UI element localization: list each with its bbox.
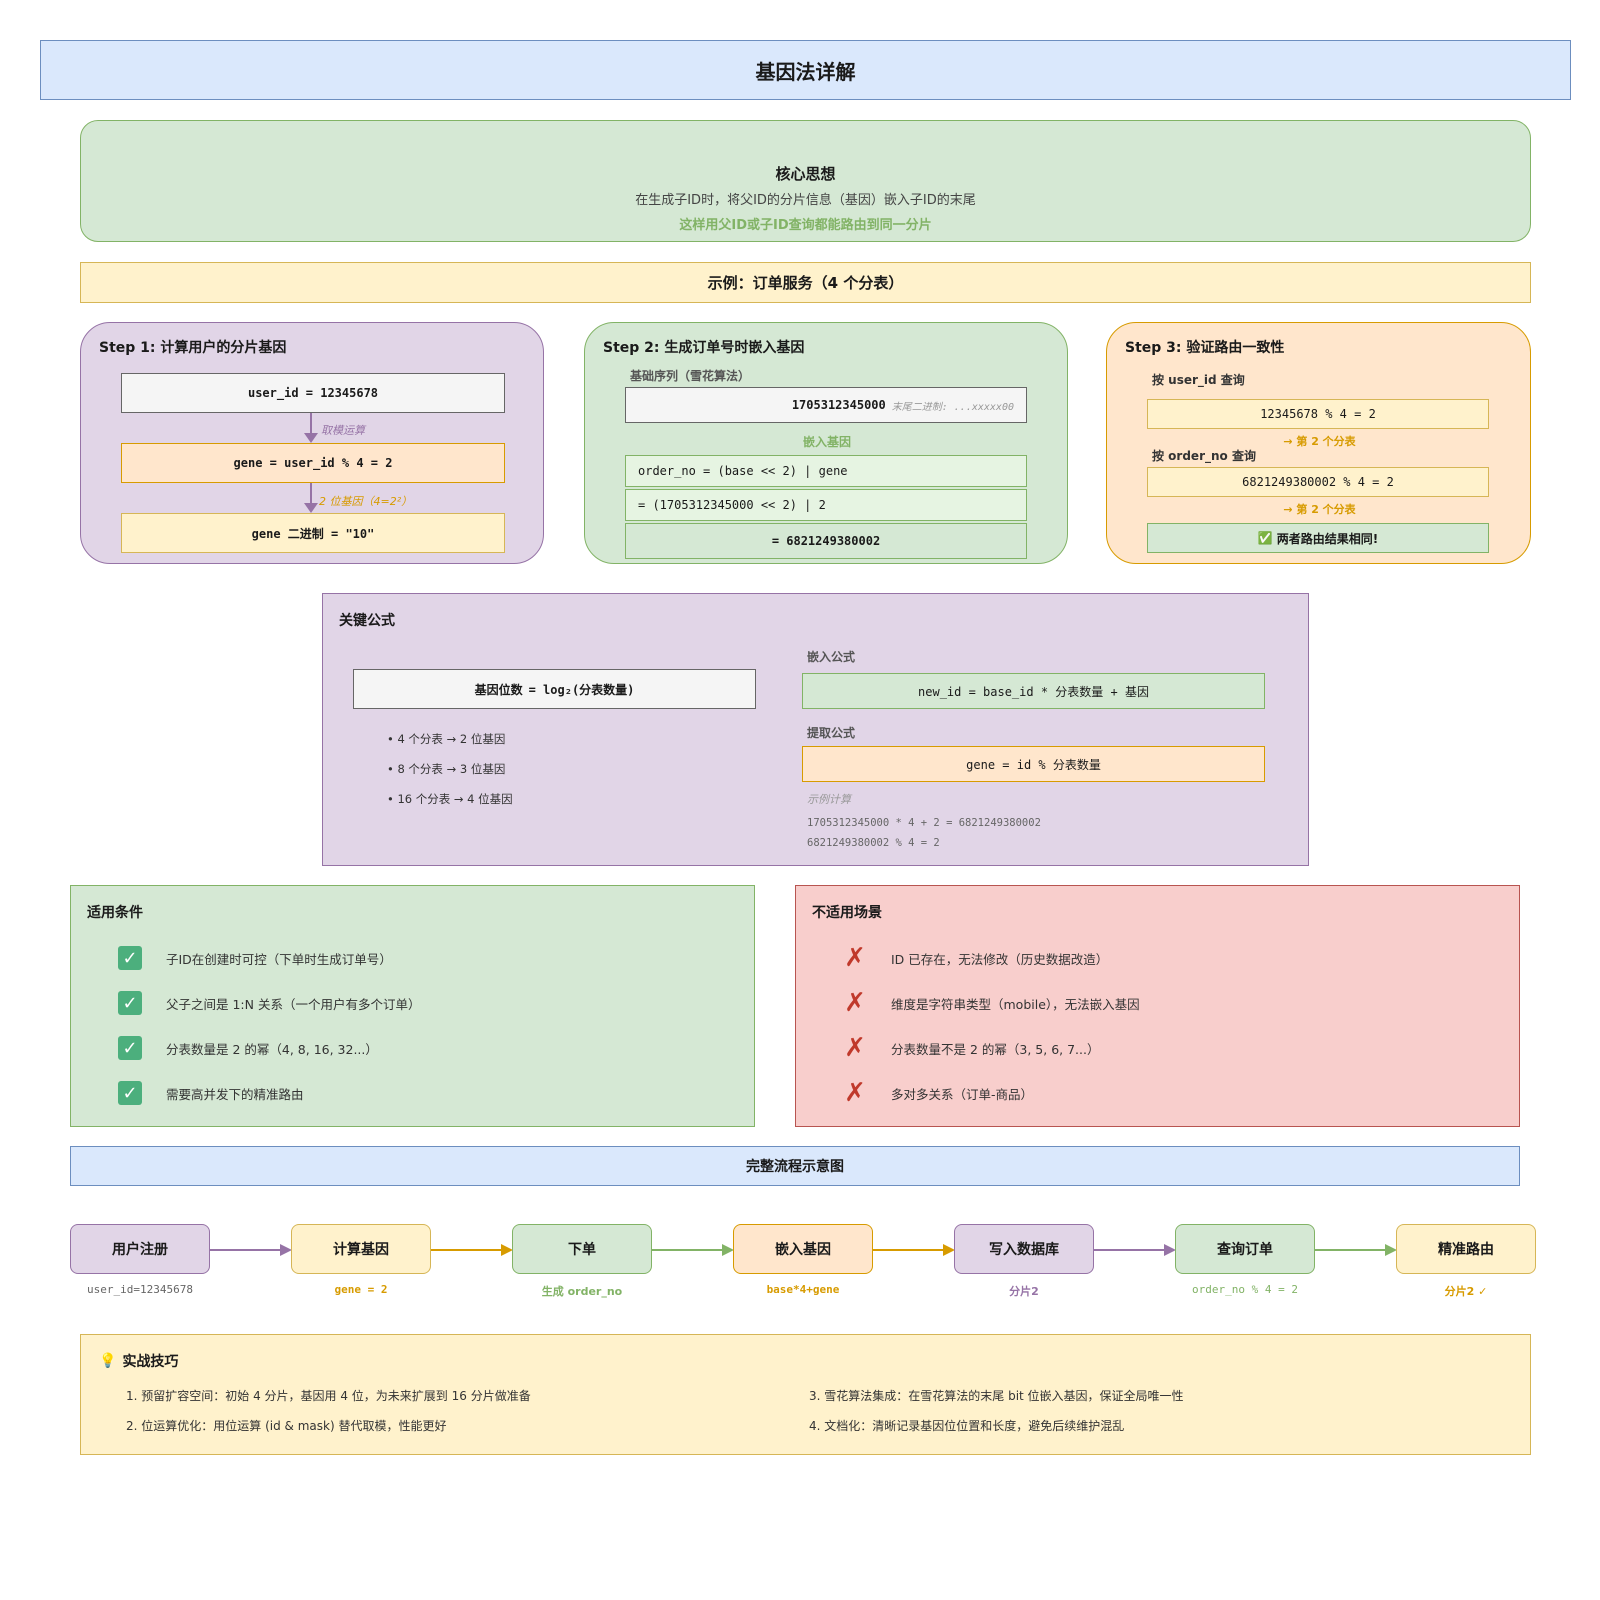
- step1-arrow-1-label: 取模运算: [321, 424, 365, 437]
- step2-title: Step 2: 生成订单号时嵌入基因: [603, 340, 805, 356]
- core-idea-highlight: 这样用父ID或子ID查询都能路由到同一分片: [679, 218, 932, 233]
- base-sequence-note: 末尾二进制: ...xxxxx00: [891, 401, 1014, 413]
- step1-panel: Step 1: 计算用户的分片基因 user_id = 12345678 取模运…: [80, 322, 544, 564]
- query-by-user-label: 按 user_id 查询: [1152, 373, 1245, 387]
- conclusion-box: ✅ 两者路由结果相同!: [1147, 523, 1489, 553]
- bullet-4-shards: • 4 个分表 → 2 位基因: [387, 732, 506, 746]
- example-calc-label: 示例计算: [807, 793, 851, 806]
- gene-binary-box: gene 二进制 = "10": [121, 513, 505, 553]
- step3-title: Step 3: 验证路由一致性: [1125, 340, 1285, 356]
- tip-item: 1. 预留扩容空间：初始 4 分片，基因用 4 位，为未来扩展到 16 分片做准…: [126, 1389, 531, 1403]
- query-by-user-expr: 12345678 % 4 = 2: [1147, 399, 1489, 429]
- order-no-substitution: = (1705312345000 << 2) | 2: [625, 489, 1027, 521]
- step1-arrow-1: [304, 413, 318, 443]
- order-no-result: = 6821249380002: [625, 523, 1027, 559]
- flow-node-register: 用户注册: [70, 1224, 210, 1274]
- check-icon: ✅: [1257, 531, 1273, 545]
- flow-node-embed-sub: base*4+gene: [766, 1283, 840, 1296]
- step1-title: Step 1: 计算用户的分片基因: [99, 340, 287, 356]
- query-by-order-expr: 6821249380002 % 4 = 2: [1147, 467, 1489, 497]
- tip-item: 2. 位运算优化：用位运算 (id & mask) 替代取模，性能更好: [126, 1419, 447, 1433]
- bullet-16-shards: • 16 个分表 → 4 位基因: [387, 792, 513, 806]
- tips-title: 实战技巧: [122, 1354, 179, 1370]
- step1-arrow-2: [304, 483, 318, 513]
- step2-panel: Step 2: 生成订单号时嵌入基因 基础序列（雪花算法） 1705312345…: [584, 322, 1068, 564]
- flow-node-write-db-sub: 分片2: [1009, 1285, 1039, 1298]
- check-icon: ✓: [118, 1081, 142, 1105]
- query-by-order-label: 按 order_no 查询: [1152, 449, 1256, 463]
- not-applicable-item: ✗ID 已存在，无法修改（历史数据改造）: [844, 943, 1109, 973]
- gene-bits-expr: = log₂(分表数量): [528, 682, 635, 697]
- core-idea-panel: 核心思想 在生成子ID时，将父ID的分片信息（基因）嵌入子ID的末尾 这样用父I…: [80, 120, 1531, 242]
- flow-node-query-sub: order_no % 4 = 2: [1192, 1283, 1298, 1296]
- flow-node-route: 精准路由: [1396, 1224, 1536, 1274]
- flow-node-embed: 嵌入基因: [733, 1224, 873, 1274]
- tip-item: 3. 雪花算法集成：在雪花算法的末尾 bit 位嵌入基因，保证全局唯一性: [809, 1389, 1184, 1403]
- example-calc-line-1: 1705312345000 * 4 + 2 = 6821249380002: [807, 817, 1041, 829]
- cross-icon: ✗: [844, 988, 866, 1018]
- core-idea-subtitle: 在生成子ID时，将父ID的分片信息（基因）嵌入子ID的末尾: [635, 193, 976, 208]
- example-header: 示例：订单服务（4 个分表）: [80, 262, 1531, 303]
- not-applicable-item: ✗分表数量不是 2 的幂（3, 5, 6, 7...）: [844, 1033, 1100, 1063]
- base-sequence-box: 1705312345000 末尾二进制: ...xxxxx00: [625, 387, 1027, 423]
- applicable-title: 适用条件: [87, 905, 143, 921]
- flow-node-write-db: 写入数据库: [954, 1224, 1094, 1274]
- flow-node-calc-gene: 计算基因: [291, 1224, 431, 1274]
- not-applicable-item: ✗维度是字符串类型（mobile），无法嵌入基因: [844, 988, 1140, 1018]
- gene-bits-formula: 基因位数 = log₂(分表数量): [353, 669, 756, 709]
- lightbulb-icon: 💡: [99, 1353, 117, 1369]
- query-by-user-result: → 第 2 个分表: [1283, 435, 1356, 448]
- flow-node-route-sub: 分片2 ✓: [1444, 1285, 1488, 1298]
- applicable-conditions-panel: 适用条件 ✓子ID在创建时可控（下单时生成订单号） ✓父子之间是 1:N 关系（…: [70, 885, 755, 1127]
- embed-gene-label: 嵌入基因: [802, 435, 851, 449]
- order-no-formula: order_no = (base << 2) | gene: [625, 455, 1027, 487]
- flow-node-register-sub: user_id=12345678: [87, 1283, 193, 1296]
- check-icon: ✓: [118, 1036, 142, 1060]
- step1-arrow-2-label: 2 位基因（4=2²）: [319, 495, 413, 508]
- applicable-item: ✓分表数量是 2 的幂（4, 8, 16, 32...）: [118, 1036, 378, 1060]
- base-sequence-value: 1705312345000: [791, 398, 886, 412]
- cross-icon: ✗: [844, 1033, 866, 1063]
- flow-node-query: 查询订单: [1175, 1224, 1315, 1274]
- conclusion-text: 两者路由结果相同!: [1276, 531, 1379, 546]
- embed-formula: new_id = base_id * 分表数量 + 基因: [802, 673, 1265, 709]
- bullet-8-shards: • 8 个分表 → 3 位基因: [387, 762, 506, 776]
- tips-panel: 💡 实战技巧 1. 预留扩容空间：初始 4 分片，基因用 4 位，为未来扩展到 …: [80, 1334, 1531, 1455]
- step3-panel: Step 3: 验证路由一致性 按 user_id 查询 12345678 % …: [1106, 322, 1531, 564]
- query-by-order-result: → 第 2 个分表: [1283, 503, 1356, 516]
- tip-item: 4. 文档化：清晰记录基因位位置和长度，避免后续维护混乱: [809, 1419, 1125, 1433]
- embed-formula-label: 嵌入公式: [807, 650, 856, 664]
- not-applicable-title: 不适用场景: [812, 905, 882, 921]
- flow-node-order-sub: 生成 order_no: [541, 1285, 623, 1298]
- page-title: 基因法详解: [40, 40, 1571, 100]
- key-formulas-title: 关键公式: [339, 613, 395, 629]
- tips-header: 💡 实战技巧: [99, 1351, 178, 1371]
- gene-calc-box: gene = user_id % 4 = 2: [121, 443, 505, 483]
- extract-formula: gene = id % 分表数量: [802, 746, 1265, 782]
- flow-node-order: 下单: [512, 1224, 652, 1274]
- example-calc-line-2: 6821249380002 % 4 = 2: [807, 837, 940, 849]
- not-applicable-panel: 不适用场景 ✗ID 已存在，无法修改（历史数据改造） ✗维度是字符串类型（mob…: [795, 885, 1520, 1127]
- base-sequence-label: 基础序列（雪花算法）: [630, 369, 751, 383]
- applicable-item: ✓父子之间是 1:N 关系（一个用户有多个订单）: [118, 991, 420, 1015]
- gene-bits-label: 基因位数: [474, 682, 523, 697]
- applicable-item: ✓子ID在创建时可控（下单时生成订单号）: [118, 946, 392, 970]
- cross-icon: ✗: [844, 943, 866, 973]
- key-formulas-panel: 关键公式 基因位数 = log₂(分表数量) • 4 个分表 → 2 位基因 •…: [322, 593, 1309, 866]
- flow-node-calc-gene-sub: gene = 2: [334, 1283, 388, 1296]
- check-icon: ✓: [118, 946, 142, 970]
- cross-icon: ✗: [844, 1078, 866, 1108]
- applicable-item: ✓需要高并发下的精准路由: [118, 1081, 304, 1105]
- check-icon: ✓: [118, 991, 142, 1015]
- extract-formula-label: 提取公式: [807, 726, 856, 740]
- flow-header: 完整流程示意图: [70, 1146, 1520, 1186]
- user-id-box: user_id = 12345678: [121, 373, 505, 413]
- core-idea-title: 核心思想: [775, 165, 836, 183]
- not-applicable-item: ✗多对多关系（订单-商品）: [844, 1078, 1034, 1108]
- flow-arrows: [210, 1244, 1397, 1256]
